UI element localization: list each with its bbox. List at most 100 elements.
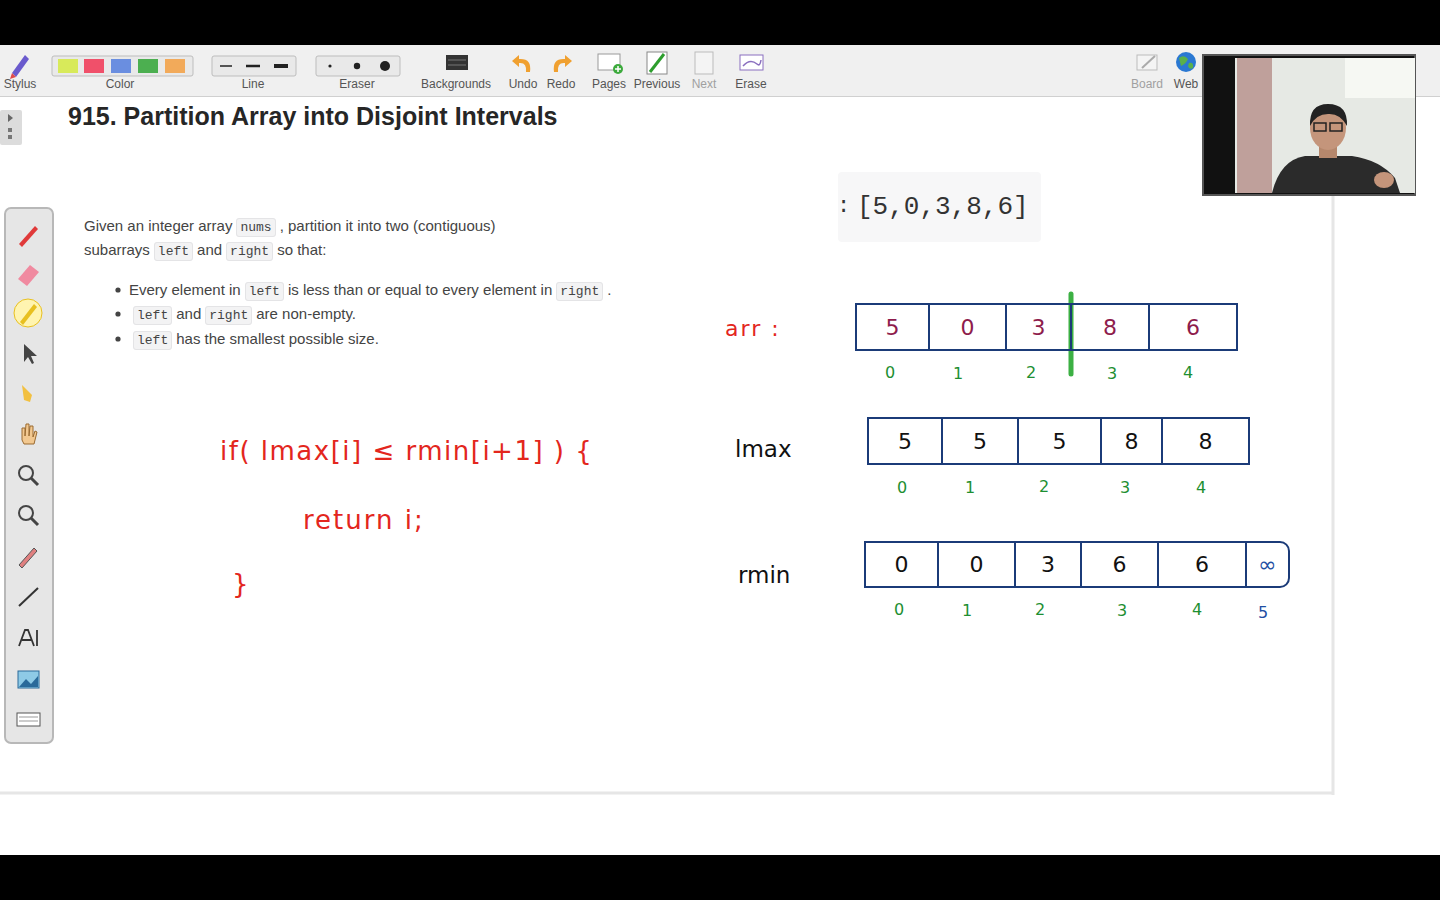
canvas	[0, 97, 1440, 855]
toolbar-label: Web	[1174, 77, 1198, 91]
index-number: 5	[1258, 603, 1268, 622]
color-swatch	[84, 59, 104, 73]
pages-icon	[615, 66, 621, 72]
array-cell: 8	[1100, 417, 1163, 465]
index-number: 4	[1183, 363, 1193, 382]
toolbar-label: Erase	[735, 77, 766, 91]
index-number: 1	[953, 364, 963, 383]
bullet-item: leftandrightare non-empty.	[129, 302, 689, 326]
array-cell: ∞	[1245, 541, 1290, 588]
toolbar-label: Undo	[509, 77, 538, 91]
array-cell: 6	[1080, 541, 1159, 588]
cell-value: 6	[1186, 315, 1200, 340]
side-tab	[0, 110, 22, 145]
array-cell: 5	[941, 417, 1019, 465]
inline-code: right	[205, 306, 252, 325]
side-tab-dot	[8, 135, 12, 139]
cell-value: 3	[1041, 552, 1055, 577]
array-cell: 8	[1070, 303, 1150, 351]
stylus-icon	[12, 55, 29, 77]
array-cell: 6	[1157, 541, 1247, 588]
previous-icon	[650, 54, 664, 72]
side-tab-arrow	[8, 114, 13, 122]
canvas-border	[0, 792, 1333, 795]
inline-code: left	[245, 282, 284, 301]
text-run: Every element in	[129, 281, 241, 298]
highlighter-tool	[20, 304, 37, 325]
cell-value: 8	[1125, 429, 1139, 454]
pages-icon	[613, 64, 623, 74]
text-run: and	[176, 305, 201, 322]
toolbar-label: Line	[242, 77, 265, 91]
toolbar-label: Eraser	[339, 77, 374, 91]
text-tool	[19, 630, 37, 646]
toolbar-label: Board	[1131, 77, 1163, 91]
zoom-in-tool	[31, 478, 38, 485]
text-run: so that:	[277, 241, 326, 258]
array-cell: 8	[1161, 417, 1250, 465]
array-cell: 5	[867, 417, 943, 465]
code-prefix: :	[837, 194, 850, 219]
canvas-border	[1332, 97, 1335, 795]
keyboard-tool	[19, 717, 38, 721]
backgrounds-icon	[448, 65, 466, 66]
highlighter-tool	[14, 299, 42, 327]
cell-value: 8	[1103, 315, 1117, 340]
cell-value: 5	[1053, 429, 1067, 454]
image-tool	[18, 671, 39, 688]
code-line: if( lmax[i] ≤ rmin[i+1] ) {	[220, 436, 593, 466]
color-swatch	[111, 59, 131, 73]
cell-value: [5,0,3,8,6]	[857, 192, 1029, 222]
cell-value: 5	[973, 429, 987, 454]
array-cell: 3	[1005, 303, 1072, 351]
inline-code: left	[154, 242, 193, 261]
inline-code: left	[133, 331, 172, 350]
color-group	[52, 56, 193, 76]
line-width	[246, 65, 260, 68]
array-cell: 5	[855, 303, 930, 351]
code-box: [5,0,3,8,6]	[838, 172, 1041, 242]
line-tool	[19, 588, 38, 606]
toolbar-label: Backgrounds	[421, 77, 491, 91]
array-name: arr :	[725, 316, 781, 341]
board-icon	[1137, 55, 1157, 70]
text-run: Given an integer array	[84, 217, 232, 234]
tool-palette	[5, 208, 53, 743]
bullet-item: lefthas the smallest possible size.	[129, 327, 689, 351]
toolbar-label: Color	[106, 77, 135, 91]
dropper-tool	[19, 548, 37, 568]
index-number: 2	[1026, 363, 1036, 382]
keyboard-tool	[17, 713, 40, 726]
cell-value: 6	[1195, 552, 1209, 577]
eraser-tool	[18, 265, 39, 286]
eraser-group	[316, 56, 400, 76]
pointer-tool	[22, 385, 32, 402]
top-bar	[0, 0, 1440, 45]
pen-tool	[19, 226, 38, 247]
index-number: 0	[897, 478, 907, 497]
inline-code: right	[226, 242, 273, 261]
index-number: 1	[965, 478, 975, 497]
index-number: 0	[885, 363, 895, 382]
line-width	[274, 64, 288, 68]
redo-icon	[554, 55, 572, 72]
person-glasses	[1314, 123, 1326, 131]
bullet-item: Every element inleftis less than or equa…	[129, 278, 689, 302]
toolbar-label: Pages	[592, 77, 626, 91]
zoom-in-tool	[19, 466, 33, 480]
webcam-image	[1237, 58, 1272, 193]
side-tab-dot	[8, 128, 12, 132]
toolbar-label: Next	[692, 77, 717, 91]
array-cell: 0	[928, 303, 1007, 351]
index-number: 1	[962, 601, 972, 620]
bullet	[115, 311, 120, 316]
image-tool	[19, 676, 38, 687]
zoom-out-tool	[31, 518, 38, 525]
bullet	[115, 336, 120, 341]
cell-value: 3	[1032, 315, 1046, 340]
previous-icon	[647, 52, 667, 74]
index-number: 2	[1039, 477, 1049, 496]
array-name: lmax	[735, 436, 792, 462]
toolbar-label: Previous	[634, 77, 681, 91]
